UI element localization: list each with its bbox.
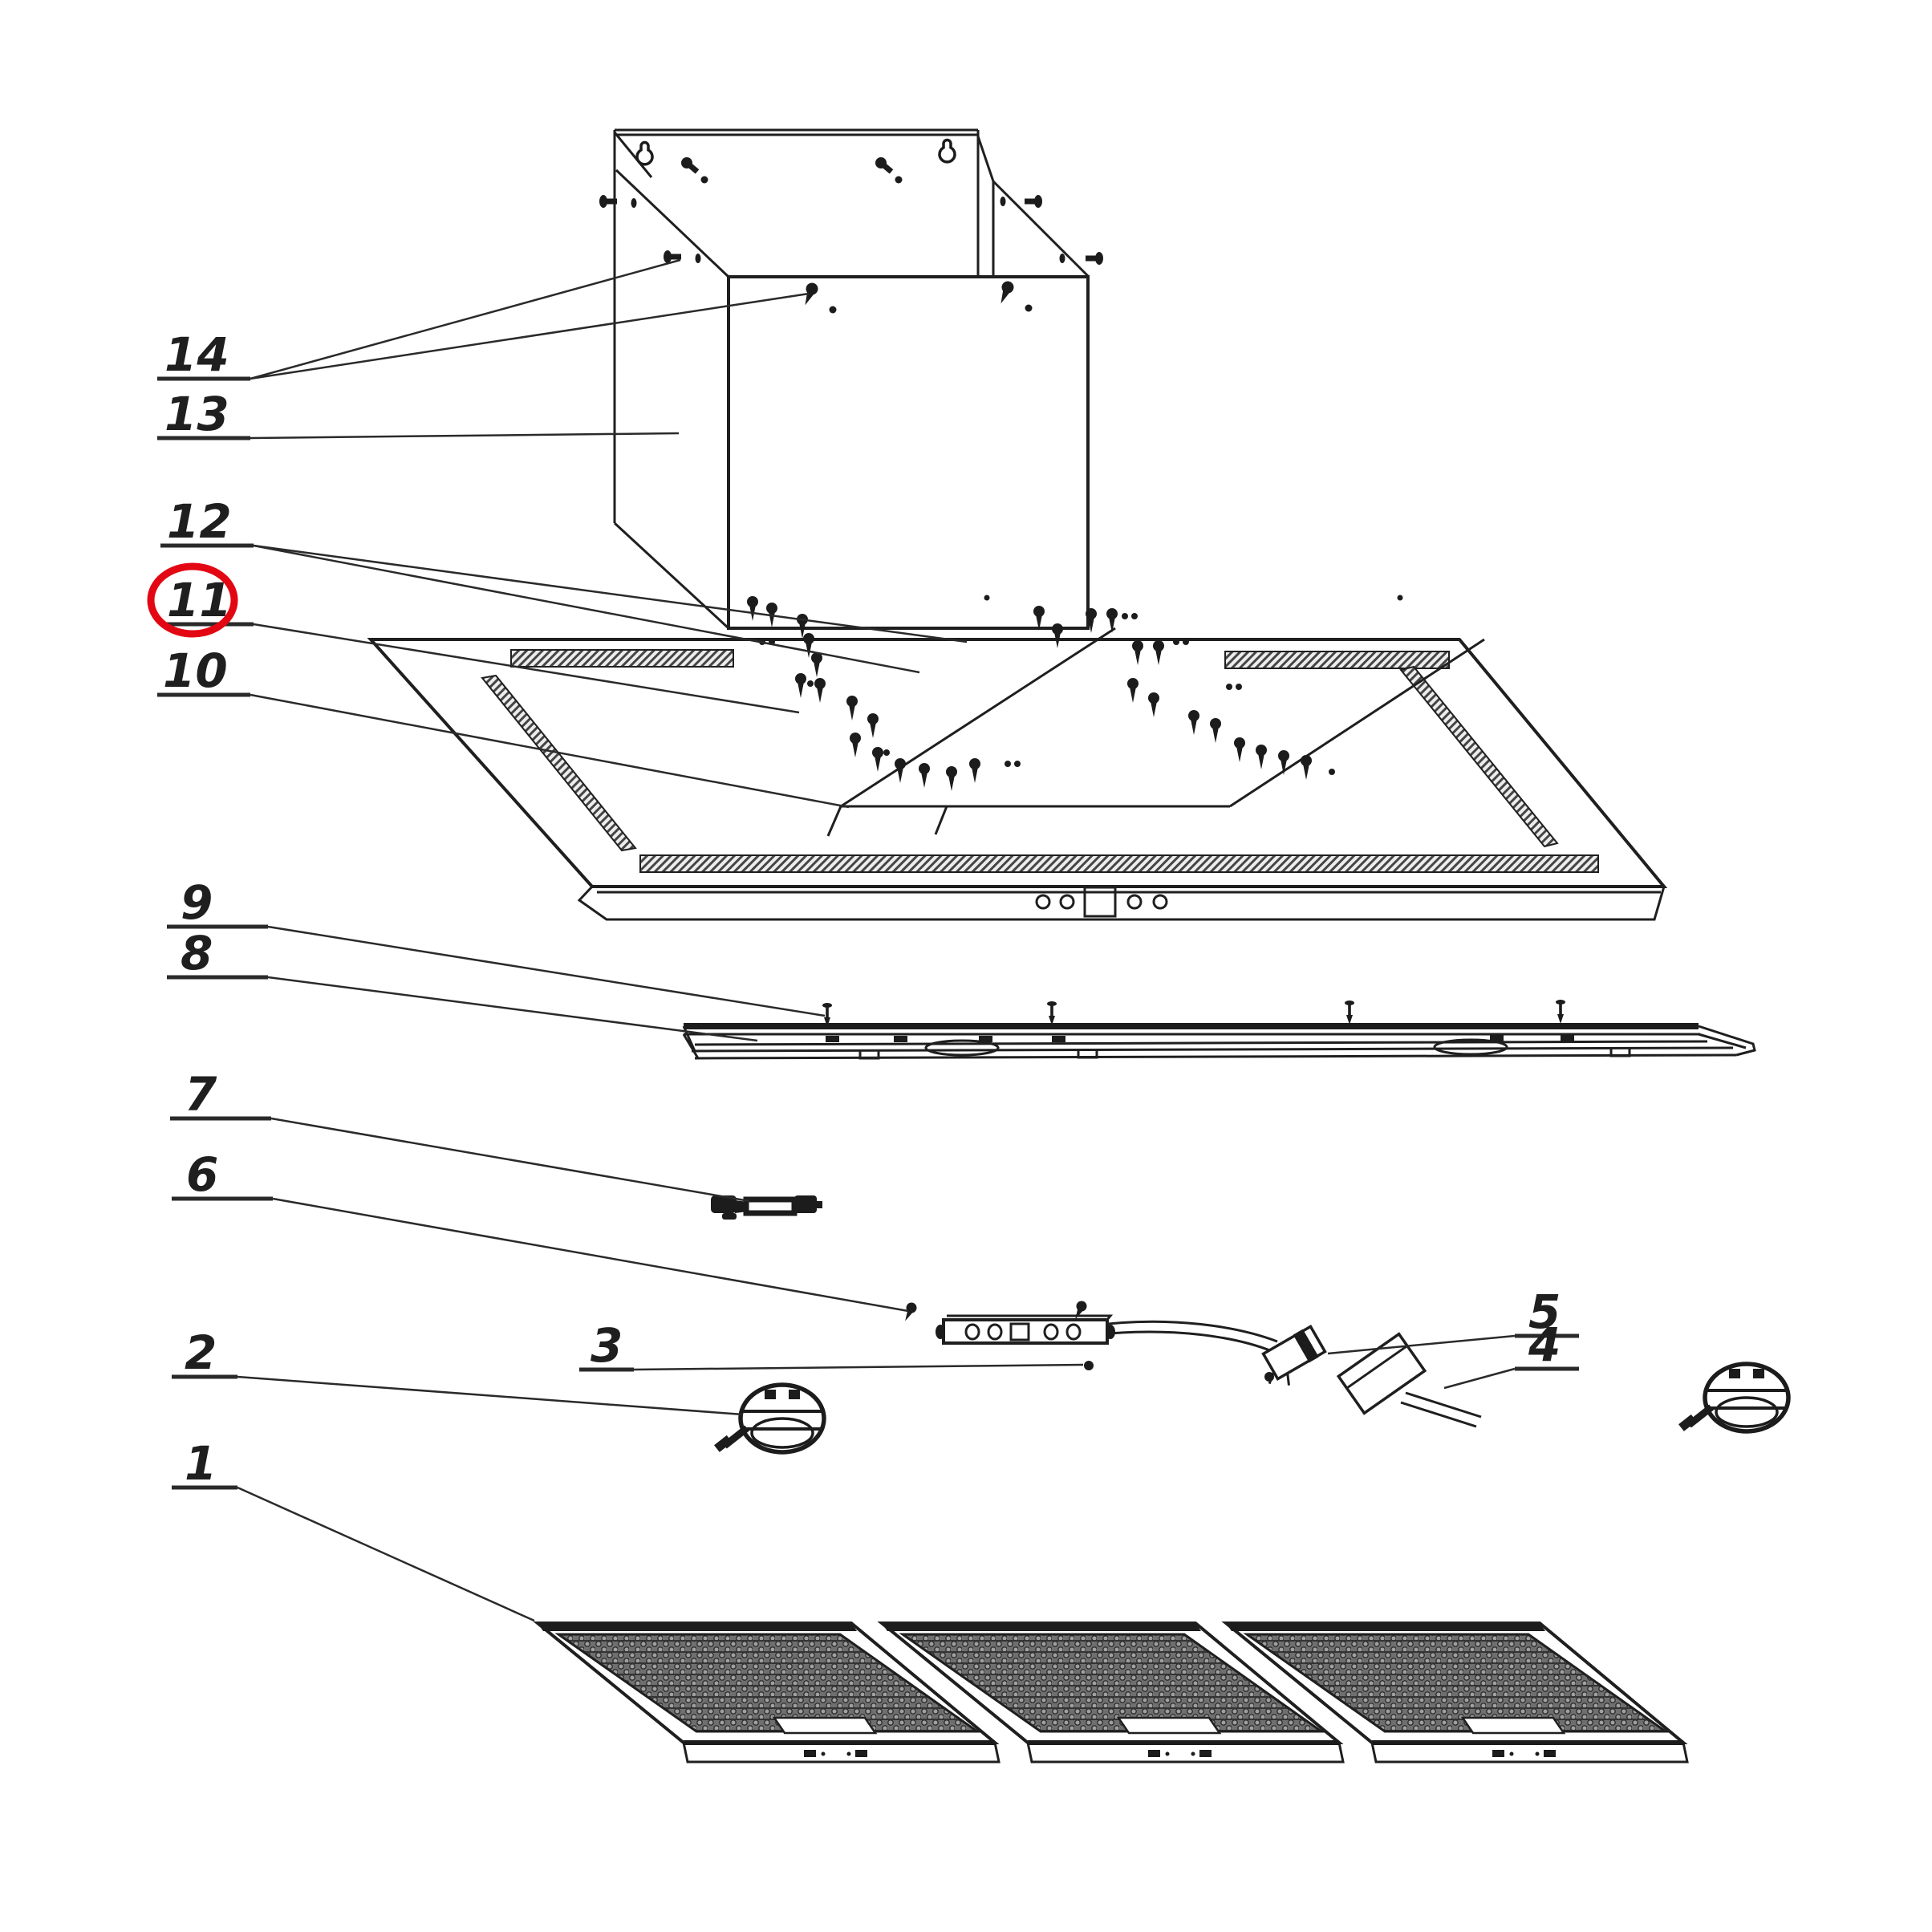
bracket-screws bbox=[599, 157, 1103, 265]
part-label-14: 14 bbox=[157, 258, 810, 382]
label-text-1: 1 bbox=[185, 1436, 217, 1491]
mounting-plate bbox=[826, 627, 1485, 837]
part-label-10: 10 bbox=[157, 643, 850, 809]
part-label-12: 12 bbox=[160, 494, 968, 674]
label-text-6: 6 bbox=[186, 1147, 218, 1202]
highlight-circle-part-11 bbox=[147, 562, 238, 638]
label-text-5: 5 bbox=[1528, 1285, 1561, 1339]
lamp-hole-left bbox=[924, 1039, 1000, 1057]
control-board bbox=[905, 1301, 1278, 1353]
hood-body bbox=[367, 595, 1668, 921]
label-text-12: 12 bbox=[167, 494, 232, 549]
label-text-2: 2 bbox=[185, 1325, 217, 1380]
board-screw-right bbox=[1075, 1301, 1087, 1320]
part-label-13: 13 bbox=[157, 387, 680, 441]
label-text-10: 10 bbox=[163, 643, 228, 698]
nut-right bbox=[1264, 1372, 1274, 1382]
part-label-5: 5 bbox=[1327, 1285, 1579, 1355]
callouts: 14 13 12 11 10 9 bbox=[147, 258, 1579, 1622]
label-text-13: 13 bbox=[164, 387, 229, 441]
hood-vent-strips bbox=[481, 649, 1599, 873]
display-window bbox=[1083, 886, 1117, 918]
control-buttons bbox=[1035, 886, 1168, 918]
label-text-8: 8 bbox=[181, 926, 213, 980]
part-label-2: 2 bbox=[172, 1325, 744, 1416]
part-label-11: 11 bbox=[147, 562, 800, 714]
grease-filters bbox=[538, 1623, 1687, 1762]
part-label-9: 9 bbox=[167, 875, 826, 1017]
connector bbox=[1261, 1325, 1327, 1386]
label-text-14: 14 bbox=[164, 327, 229, 382]
label-text-9: 9 bbox=[181, 875, 213, 930]
label-text-7: 7 bbox=[185, 1067, 217, 1122]
label-text-4: 4 bbox=[1528, 1317, 1561, 1372]
label-text-11: 11 bbox=[167, 573, 232, 627]
power-plug bbox=[1336, 1332, 1482, 1428]
part-label-8: 8 bbox=[167, 926, 758, 1042]
label-text-3: 3 bbox=[591, 1318, 623, 1373]
bottom-frame bbox=[682, 1023, 1756, 1060]
lamp-cable bbox=[711, 1195, 822, 1220]
part-label-7: 7 bbox=[170, 1067, 750, 1203]
part-label-6: 6 bbox=[172, 1147, 909, 1313]
part-label-1: 1 bbox=[172, 1436, 535, 1622]
nut-left bbox=[1084, 1361, 1094, 1370]
part-label-3: 3 bbox=[579, 1318, 1084, 1373]
chimney-duct bbox=[613, 275, 1090, 630]
chimney-bracket bbox=[599, 128, 1103, 523]
part-label-4: 4 bbox=[1443, 1317, 1579, 1390]
plug-cable bbox=[1400, 1391, 1482, 1428]
cable-line bbox=[1108, 1320, 1278, 1343]
lamp-hole-right bbox=[1433, 1038, 1508, 1056]
